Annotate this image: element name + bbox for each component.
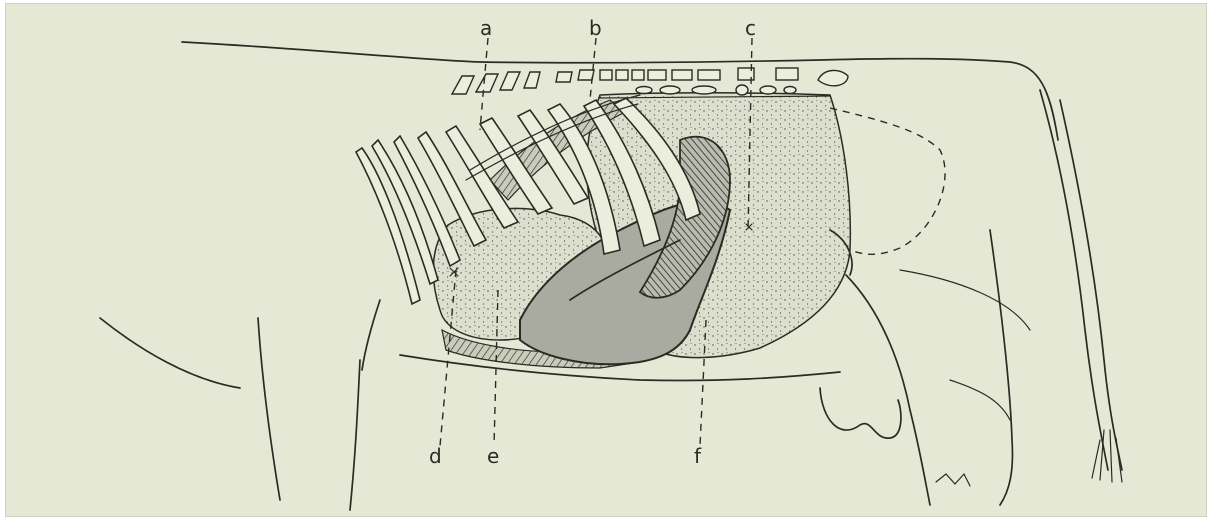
label-f: f xyxy=(694,446,701,466)
label-b: b xyxy=(589,18,602,38)
hind-flank-fold xyxy=(900,270,1030,420)
hoof-mark xyxy=(936,474,970,486)
label-d: d xyxy=(429,446,442,466)
label-e: e xyxy=(487,446,499,466)
front-leg xyxy=(100,300,380,510)
hind-leg xyxy=(846,230,1013,505)
label-c: c xyxy=(745,18,756,38)
tail-switch xyxy=(1092,430,1122,482)
label-a: a xyxy=(480,18,492,38)
udder xyxy=(820,388,901,438)
tail xyxy=(1040,90,1122,470)
